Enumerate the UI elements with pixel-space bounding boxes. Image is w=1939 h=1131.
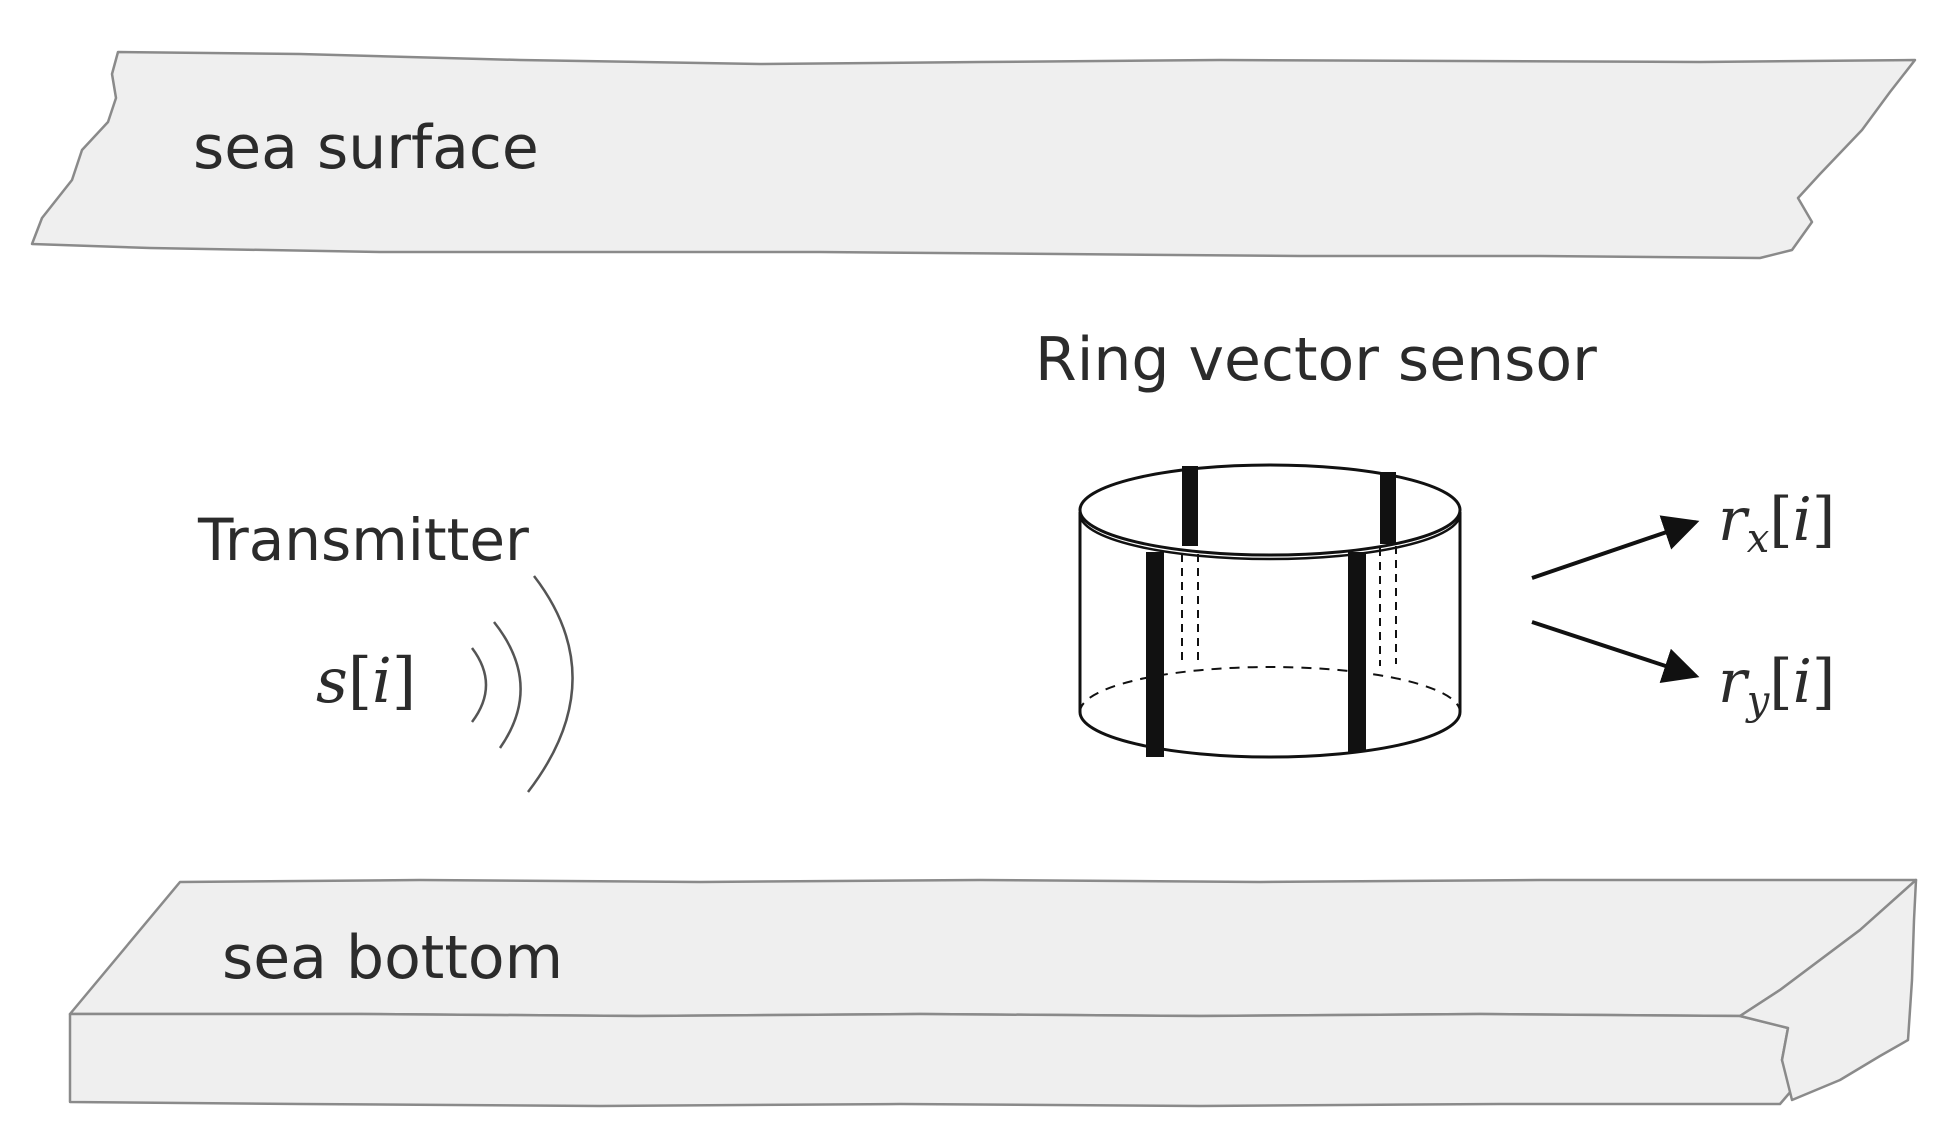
sensor-element-back-right <box>1380 472 1396 544</box>
output-signal-ry-index: i <box>1793 647 1812 717</box>
sensor-element-front-left <box>1146 552 1164 757</box>
output-signal-rx-close-bracket: ] <box>1812 485 1835 555</box>
sea-bottom-front-face <box>68 1012 1794 1108</box>
output-signal-rx-open-bracket: [ <box>1769 485 1792 555</box>
transmitter-label: Transmitter <box>197 506 529 574</box>
ring-sensor-label: Ring vector sensor <box>1035 325 1597 395</box>
output-signal-rx-symbol: r <box>1718 485 1750 555</box>
output-arrow-ry <box>1531 620 1700 683</box>
sound-wave-medium <box>493 621 522 749</box>
sensor-element-front-right <box>1348 552 1366 752</box>
ring-sensor-hidden-edges <box>1181 546 1397 666</box>
output-signal-rx-index: i <box>1793 485 1812 555</box>
sea-bottom-side-face <box>1738 878 1918 1102</box>
source-signal-symbol: s <box>316 644 348 717</box>
sea-surface-label: sea surface <box>193 113 539 183</box>
ring-vector-sensor: Ring vector sensor <box>1035 325 1835 759</box>
output-signal-rx-subscript: x <box>1747 516 1770 562</box>
ring-sensor-cylinder <box>1078 463 1462 759</box>
output-signal-rx-label: rx[i] <box>1718 485 1835 562</box>
source-signal-index: i <box>372 644 392 717</box>
output-arrow-rx <box>1531 515 1700 580</box>
sea-bottom-label: sea bottom <box>222 923 563 993</box>
output-signal-ry-label: ry[i] <box>1718 647 1835 724</box>
sound-wave-small <box>471 647 488 723</box>
transmitter: Transmitter s[i] <box>197 506 574 793</box>
output-signal-ry-open-bracket: [ <box>1769 647 1792 717</box>
source-signal-open-bracket: [ <box>348 644 372 717</box>
output-signal-ry-close-bracket: ] <box>1812 647 1835 717</box>
ring-sensor-elements <box>1146 466 1396 757</box>
sea-surface-slab: sea surface <box>30 50 1917 260</box>
sea-bottom-slab: sea bottom <box>68 878 1918 1108</box>
sensor-element-back-left <box>1182 466 1198 546</box>
source-signal-label: s[i] <box>316 644 416 717</box>
source-signal-close-bracket: ] <box>392 644 416 717</box>
sound-wave-large <box>527 575 574 793</box>
output-signal-ry-symbol: r <box>1718 647 1750 717</box>
output-signal-ry-subscript: y <box>1745 678 1771 724</box>
